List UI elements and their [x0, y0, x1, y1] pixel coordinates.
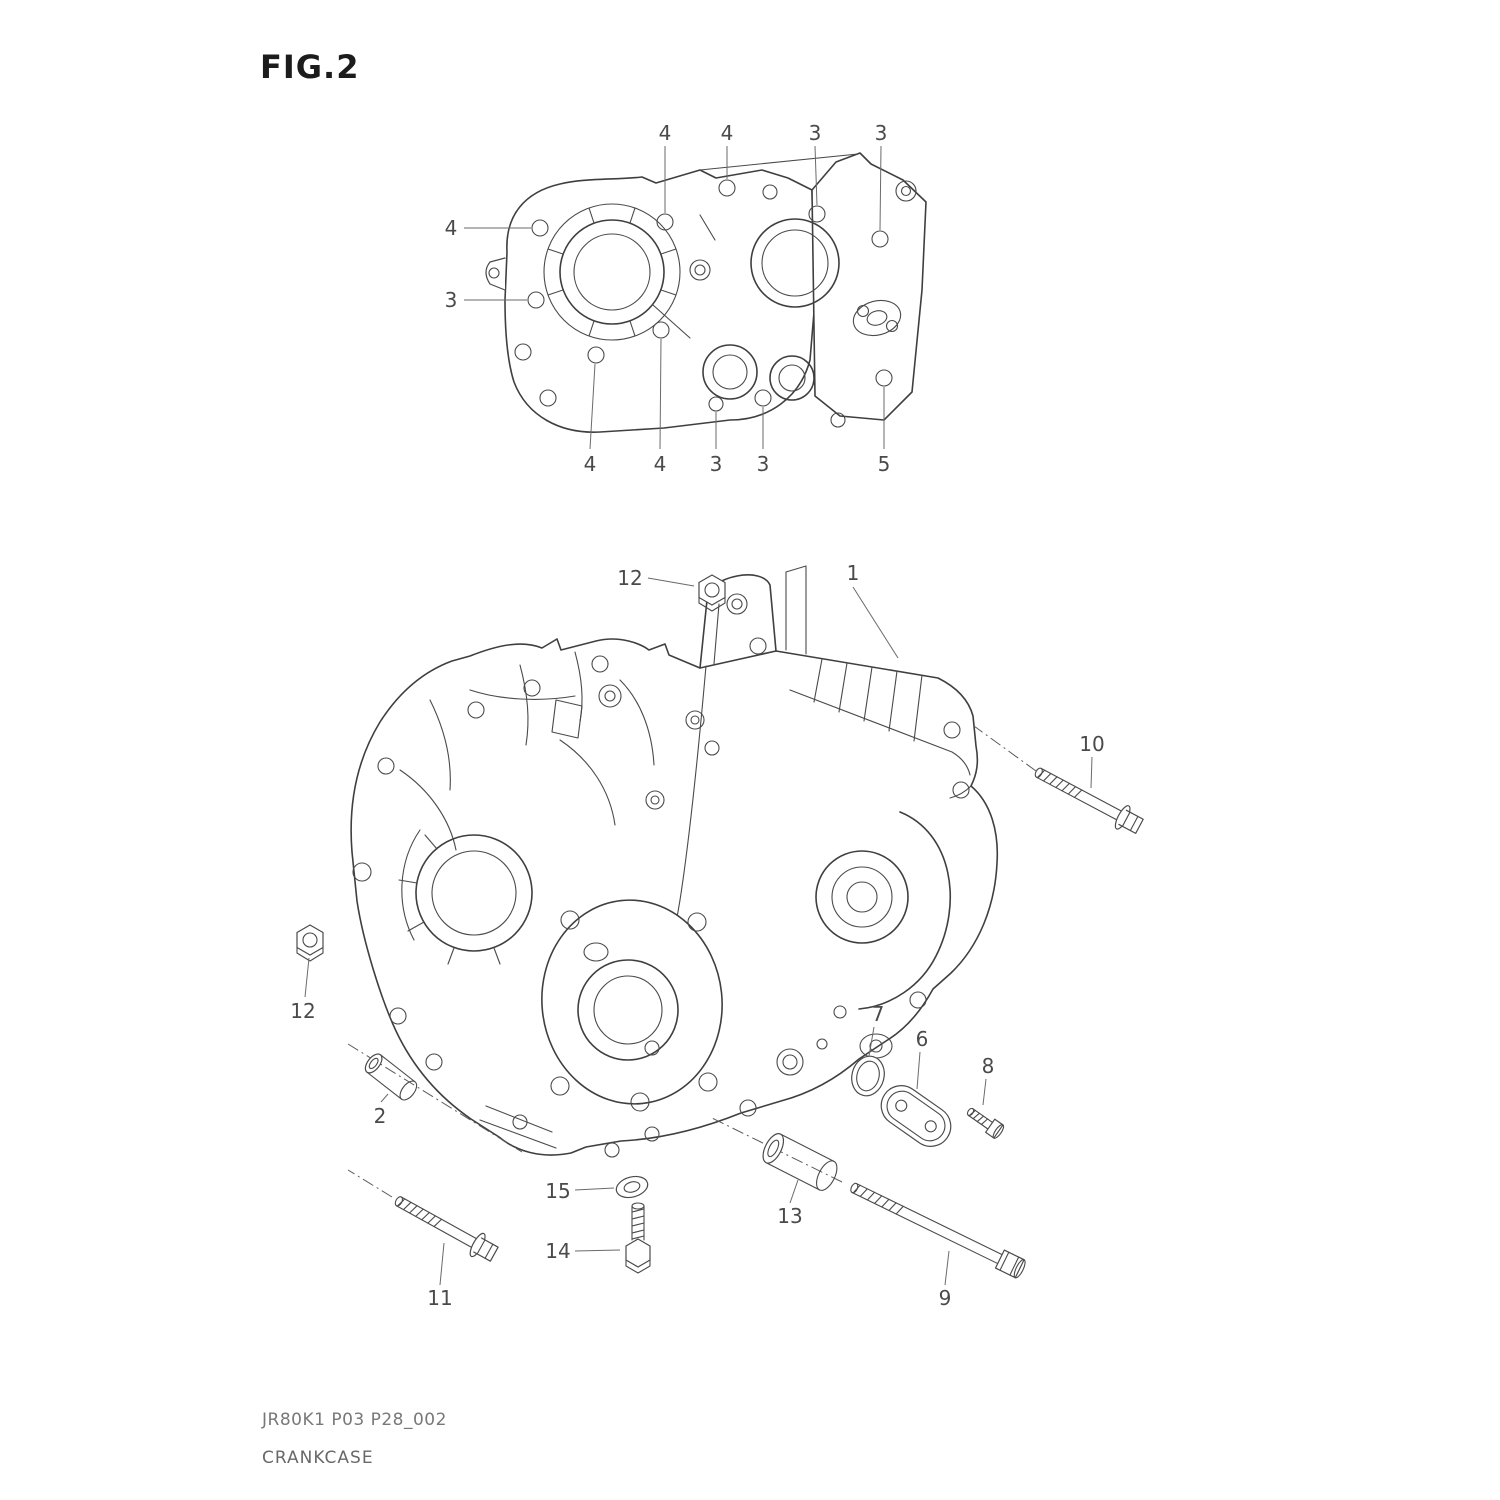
- crankcase-gasket-view: [485, 152, 927, 433]
- plate-corner-hole: [895, 180, 917, 202]
- callout-leader-12-11: [647, 577, 695, 587]
- callout-label-4-6: 4: [584, 452, 597, 476]
- top-view-left-outline: [504, 169, 816, 433]
- footer-part-code: JR80K1 P03 P28_002: [262, 1410, 447, 1430]
- callout-leader-3-2: [814, 145, 818, 206]
- callout-label-12-14: 12: [290, 999, 315, 1023]
- callout-label-6-17: 6: [916, 1027, 929, 1051]
- callout-layer: 4 4 3 3 4 3 4 4 3 3 5 12 1 10 12 2 7 6 8 15 14 13 9 11: [290, 121, 1104, 1310]
- callout-label-3-3: 3: [875, 121, 888, 145]
- callout-label-4-1: 4: [721, 121, 734, 145]
- callout-leader-2-15: [380, 1093, 389, 1103]
- callout-leader-12-14: [304, 957, 310, 998]
- callout-leader-8-18: [982, 1078, 987, 1106]
- callout-label-3-8: 3: [710, 452, 723, 476]
- callout-leader-10-13: [1090, 756, 1093, 789]
- callout-label-13-21: 13: [777, 1204, 802, 1228]
- nut-12-left: [296, 924, 324, 962]
- callout-leader-7-16: [868, 1026, 875, 1057]
- oring-7: [851, 1055, 885, 1097]
- oil-port-oval: [852, 299, 902, 337]
- front-cover-face: [541, 899, 723, 1112]
- crank-bore-left: [543, 203, 681, 341]
- callout-leader-14-20: [574, 1249, 621, 1252]
- right-case-half: [776, 721, 972, 1076]
- callout-label-7-16: 7: [872, 1002, 885, 1026]
- callout-label-2-15: 2: [374, 1104, 387, 1128]
- callout-leader-4-6: [589, 363, 596, 450]
- bolt-14: [625, 1202, 651, 1274]
- top-view-right-plate: [811, 152, 927, 421]
- output-bore: [702, 344, 815, 401]
- callout-label-8-18: 8: [982, 1054, 995, 1078]
- cylinder-bore-center: [750, 218, 840, 308]
- callout-leader-4-7: [659, 338, 662, 450]
- left-case-ribs: [352, 651, 720, 1071]
- footer-caption: CRANKCASE: [262, 1448, 374, 1468]
- bolt-10: [1034, 767, 1144, 834]
- callout-leader-11-23: [439, 1242, 445, 1286]
- bolt-11: [394, 1196, 499, 1262]
- figure-title: FIG.2: [260, 48, 360, 86]
- nut-12-top: [698, 574, 726, 612]
- callout-label-1-12: 1: [847, 561, 860, 585]
- callout-leader-13-21: [789, 1179, 799, 1204]
- cover-plate-6: [880, 1085, 952, 1147]
- callout-leader-1-12: [852, 586, 899, 659]
- callout-label-4-4: 4: [445, 216, 458, 240]
- top-view-ribs: [652, 214, 716, 339]
- callout-label-4-0: 4: [659, 121, 672, 145]
- callout-label-15-19: 15: [545, 1179, 570, 1203]
- callout-label-11-23: 11: [427, 1286, 452, 1310]
- left-crank-bore: [398, 829, 533, 965]
- callout-label-12-11: 12: [617, 566, 642, 590]
- small-bore: [689, 259, 711, 281]
- bolt-9: [850, 1182, 1026, 1279]
- callout-leader-3-3: [879, 145, 882, 231]
- mount-bracket-plate: [785, 565, 807, 655]
- callout-label-3-2: 3: [809, 121, 822, 145]
- screw-8: [966, 1107, 1005, 1139]
- gasket-bolt-holes: [514, 179, 893, 428]
- callout-leader-9-22: [944, 1250, 950, 1286]
- spacer-2: [364, 1053, 418, 1101]
- spacer-13: [762, 1133, 838, 1191]
- washer-15: [615, 1175, 649, 1199]
- callout-label-3-5: 3: [445, 288, 458, 312]
- crankcase-main-view: [350, 565, 999, 1158]
- callout-label-10-13: 10: [1079, 732, 1104, 756]
- bottom-flange: [479, 1099, 757, 1158]
- callout-label-5-10: 5: [878, 452, 891, 476]
- top-view-left-ear: [485, 257, 506, 291]
- callout-label-14-20: 14: [545, 1239, 570, 1263]
- gasket-joint-band: [789, 658, 971, 776]
- callout-leader-15-19: [574, 1187, 615, 1191]
- callout-label-9-22: 9: [939, 1286, 952, 1310]
- callout-label-4-7: 4: [654, 452, 667, 476]
- callout-leader-6-17: [916, 1051, 921, 1090]
- top-view-edge-line: [699, 153, 859, 171]
- callout-label-3-9: 3: [757, 452, 770, 476]
